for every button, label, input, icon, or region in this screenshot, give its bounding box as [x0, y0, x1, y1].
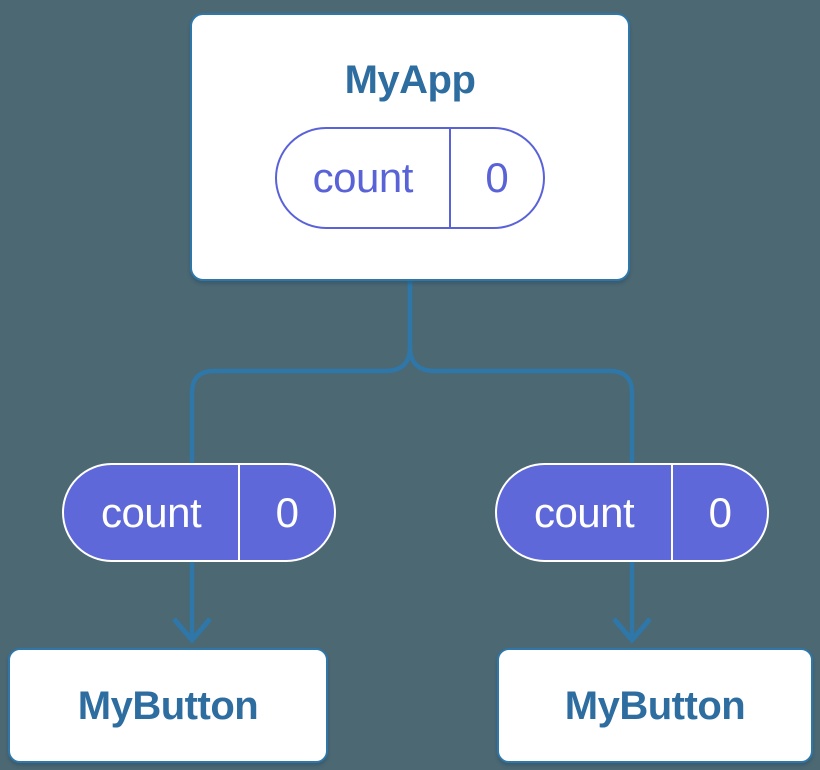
state-key: count	[497, 465, 674, 560]
connector-branch-right	[407, 280, 635, 637]
connector-branch-left	[189, 280, 413, 637]
state-key: count	[277, 129, 451, 227]
child-component-name: MyButton	[77, 683, 259, 728]
arrowhead-left-icon	[172, 617, 212, 644]
state-value: 0	[275, 488, 299, 536]
state-value: 0	[708, 488, 732, 536]
child-component-card-right: MyButton	[497, 648, 813, 763]
arrowhead-right-icon	[612, 617, 652, 644]
child-component-name: MyButton	[564, 683, 746, 728]
root-component-name: MyApp	[344, 58, 476, 102]
root-component-card: MyApp count 0	[190, 13, 630, 281]
child-state-pill-right: count 0	[495, 463, 769, 562]
child-component-card-left: MyButton	[8, 648, 328, 763]
state-value: 0	[485, 154, 509, 201]
child-state-pill-left: count 0	[62, 463, 336, 562]
root-state-pill: count 0	[275, 127, 545, 229]
state-key: count	[64, 465, 241, 560]
